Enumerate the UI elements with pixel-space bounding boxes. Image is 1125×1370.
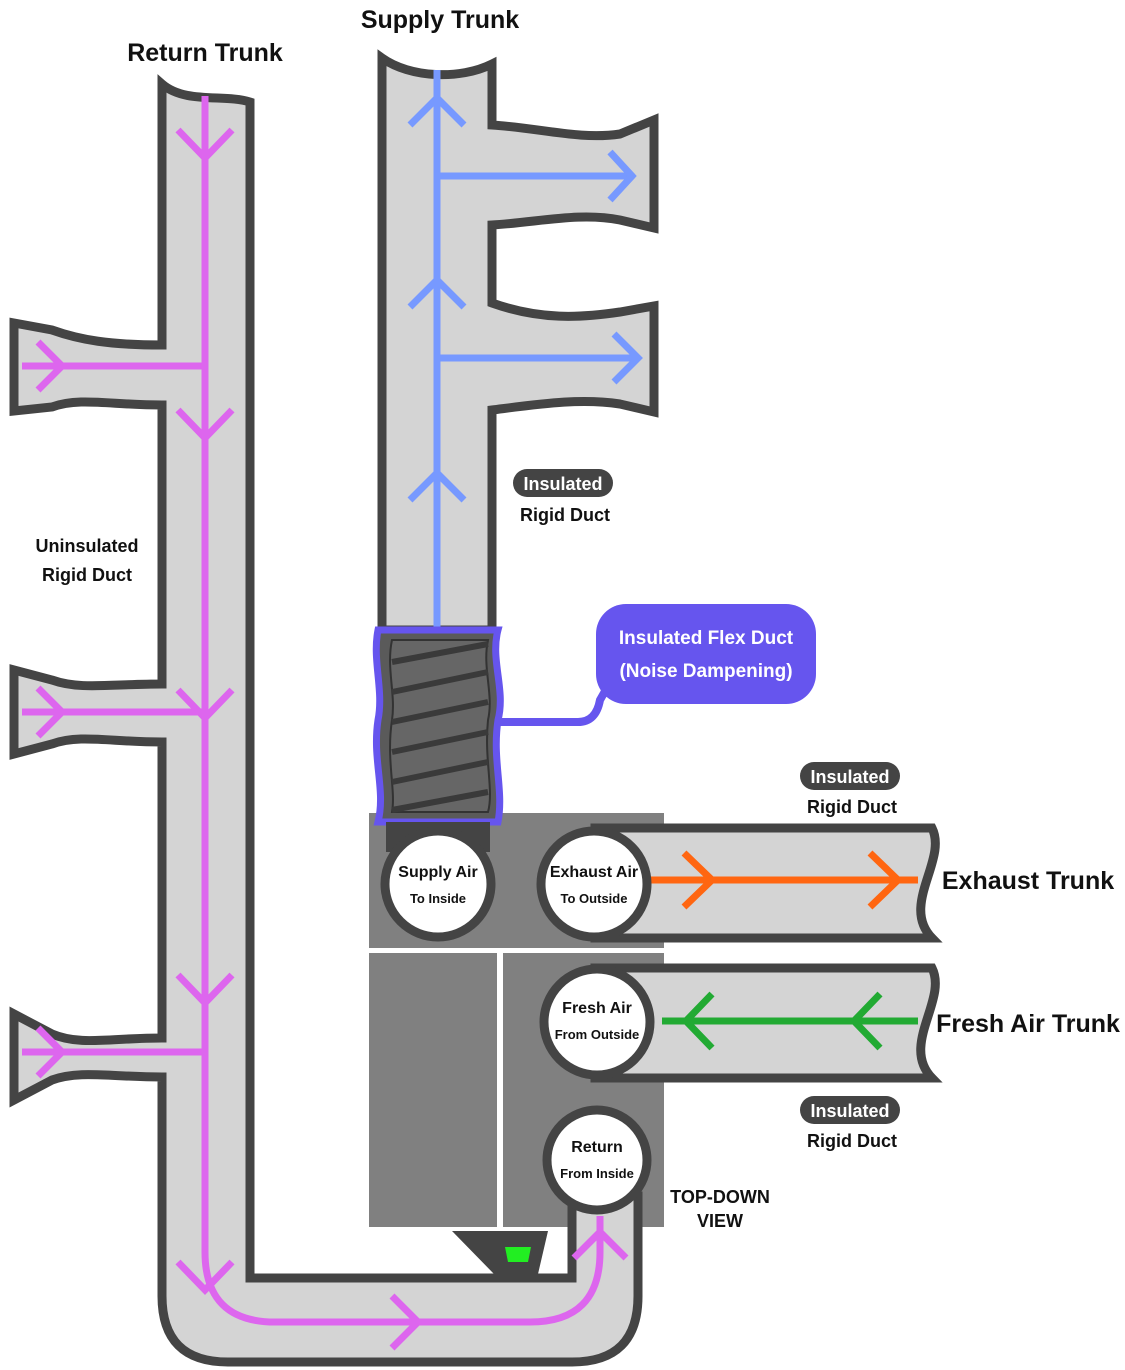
port-title: Exhaust Air: [550, 864, 638, 881]
return-right-arrow-icon: [35, 339, 67, 393]
port-subtitle: From Outside: [555, 1027, 640, 1042]
fresh-left-arrow-icon: [849, 991, 883, 1051]
fresh-air-trunk-duct: [590, 963, 943, 1083]
exhaust-trunk-label: Exhaust Trunk: [942, 867, 1114, 895]
unit-lower-left-panel: [369, 953, 497, 1227]
port-supply-air: Supply Air To Inside: [380, 826, 496, 942]
exhaust-right-arrow-icon: [867, 850, 904, 910]
supply-up-arrow-icon: [407, 275, 467, 310]
port-return: Return From Inside: [542, 1105, 652, 1215]
flex-duct-callout: Insulated Flex Duct (Noise Dampening): [498, 604, 816, 726]
port-subtitle: To Inside: [410, 891, 466, 906]
pill-tag: Insulated: [810, 767, 889, 787]
uninsulated-line-1: Uninsulated: [35, 536, 138, 556]
pill-text: Rigid Duct: [807, 797, 897, 817]
callout-line-1: Insulated Flex Duct: [619, 628, 794, 649]
supply-right-arrow-icon: [611, 331, 643, 385]
return-down-arrow-icon: [175, 687, 235, 724]
return-trunk-duct: [9, 74, 643, 1367]
supply-up-arrow-icon: [407, 468, 467, 503]
return-flow: [22, 96, 629, 1351]
port-title: Fresh Air: [562, 1000, 632, 1017]
return-right-arrow-icon: [35, 1025, 67, 1079]
return-trunk-label: Return Trunk: [127, 39, 283, 67]
pill-text: Rigid Duct: [520, 505, 610, 525]
return-down-arrow-icon: [175, 407, 235, 444]
supply-trunk-label: Supply Trunk: [361, 6, 519, 34]
return-up-arrow-icon: [571, 1227, 629, 1261]
exhaust-trunk-duct: [590, 823, 943, 943]
view-label: TOP-DOWN VIEW: [670, 1187, 770, 1231]
return-down-arrow-icon: [175, 127, 235, 164]
pill-text: Rigid Duct: [807, 1131, 897, 1151]
callout-line-2: (Noise Dampening): [619, 661, 792, 682]
supply-insulation-pill: Insulated Rigid Duct: [513, 469, 613, 525]
return-right-arrow-icon: [389, 1293, 423, 1351]
return-down-arrow-icon: [175, 972, 235, 1009]
exhaust-flow: [630, 850, 918, 910]
port-title: Supply Air: [398, 864, 477, 881]
control-panel: [452, 1231, 548, 1274]
supply-right-arrow-icon: [607, 149, 637, 203]
port-subtitle: From Inside: [560, 1166, 634, 1181]
return-down-arrow-icon: [175, 1259, 235, 1296]
pill-tag: Insulated: [523, 474, 602, 494]
port-title: Return: [571, 1139, 623, 1156]
pill-tag: Insulated: [810, 1101, 889, 1121]
port-exhaust-air: Exhaust Air To Outside: [536, 826, 652, 942]
fresh-insulation-pill: Insulated Rigid Duct: [800, 1096, 900, 1151]
uninsulated-label: Uninsulated Rigid Duct: [35, 536, 138, 585]
port-subtitle: To Outside: [561, 891, 628, 906]
supply-trunk-duct: [377, 49, 659, 635]
flex-duct: [372, 626, 504, 852]
fresh-flow: [662, 991, 918, 1051]
fresh-left-arrow-icon: [681, 991, 715, 1051]
indicator-light-icon: [505, 1247, 531, 1262]
view-line-2: VIEW: [697, 1211, 743, 1231]
uninsulated-line-2: Rigid Duct: [42, 565, 132, 585]
exhaust-insulation-pill: Insulated Rigid Duct: [800, 762, 900, 817]
fresh-air-trunk-label: Fresh Air Trunk: [936, 1010, 1120, 1038]
supply-up-arrow-icon: [407, 93, 467, 128]
supply-flow: [407, 70, 643, 630]
return-right-arrow-icon: [35, 685, 67, 739]
view-line-1: TOP-DOWN: [670, 1187, 770, 1207]
exhaust-right-arrow-icon: [681, 850, 718, 910]
port-fresh-air: Fresh Air From Outside: [539, 964, 655, 1080]
